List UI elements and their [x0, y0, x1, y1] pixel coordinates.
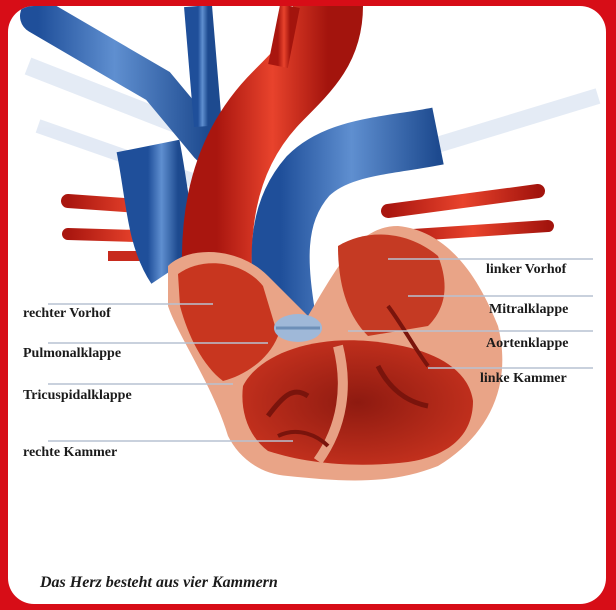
- label-linke-kammer: linke Kammer: [480, 371, 567, 387]
- label-linker-vorhof: linker Vorhof: [486, 262, 566, 278]
- label-mitralklappe: Mitralklappe: [489, 302, 568, 318]
- diagram-card: rechter Vorhof Pulmonalklappe Tricuspida…: [8, 6, 606, 604]
- label-rechter-vorhof: rechter Vorhof: [23, 306, 111, 322]
- label-tricuspidalklappe: Tricuspidalklappe: [23, 388, 132, 404]
- heart-body: [168, 226, 502, 480]
- label-aortenklappe: Aortenklappe: [486, 336, 568, 352]
- caption: Das Herz besteht aus vier Kammern: [40, 574, 278, 592]
- label-rechte-kammer: rechte Kammer: [23, 445, 117, 461]
- label-pulmonalklappe: Pulmonalklappe: [23, 346, 121, 362]
